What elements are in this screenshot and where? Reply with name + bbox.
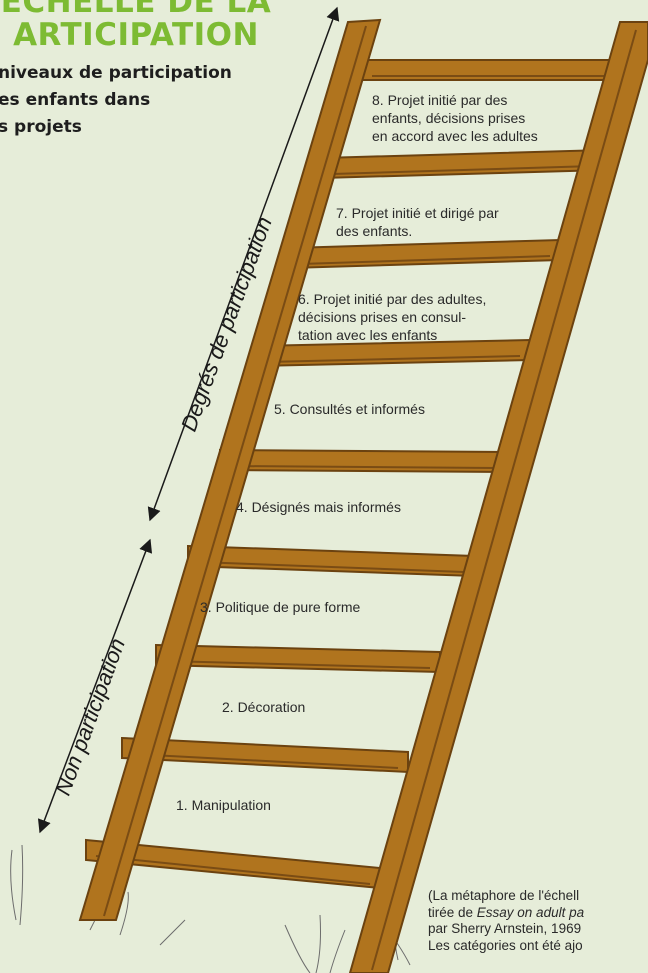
ladder-rung-shade-3 — [165, 660, 431, 669]
right-rail — [348, 21, 648, 973]
citation-line-4: Les catégories ont été ajo — [428, 937, 583, 953]
subtitle-line-2: es enfants dans — [0, 90, 151, 110]
rung-label-5: 5. Consultés et informés — [274, 401, 425, 417]
ladder-rung-shade-4 — [197, 561, 465, 573]
citation-line-3: par Sherry Arnstein, 1969 — [428, 921, 582, 936]
ladder-rung-shade-2 — [131, 753, 399, 769]
ladder-rung-shade-1 — [95, 855, 371, 885]
ladder-rung-shade-8 — [331, 165, 595, 175]
rung-label-6: 6. Projet initié par des adultes,décisio… — [298, 291, 487, 343]
rung-label-3: 3. Politique de pure forme — [200, 599, 361, 615]
right-rail-shade — [371, 29, 637, 971]
citation-line-1: (La métaphore de l'échell — [428, 888, 580, 903]
ladder-rung-shade-7 — [299, 255, 551, 265]
ladder-rungs — [85, 59, 641, 890]
subtitle-line-3: s projets — [0, 117, 82, 137]
citation-line-2: tirée de Essay on adult pa — [428, 904, 585, 920]
non-participation-arrow — [37, 538, 153, 834]
citation-note: (La métaphore de l'échell tirée de Essay… — [428, 888, 584, 954]
rung-label-1: 1. Manipulation — [176, 797, 271, 813]
rung-label-2: 2. Décoration — [222, 699, 306, 715]
rung-label-4: 4. Désignés mais informés — [236, 499, 401, 515]
participation-arrow — [147, 6, 340, 522]
